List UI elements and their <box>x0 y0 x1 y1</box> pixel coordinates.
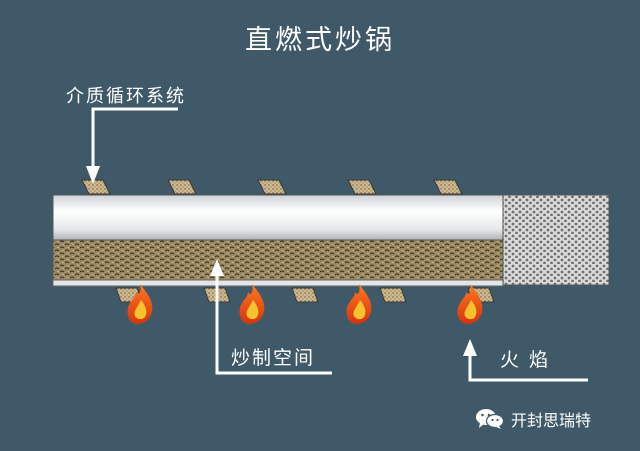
roasting-drum <box>52 194 610 287</box>
flame-icon <box>127 284 153 324</box>
bottom-plate <box>291 287 319 303</box>
bean-bed <box>52 239 504 281</box>
wechat-logo-icon <box>476 409 505 429</box>
top-plate <box>167 179 197 195</box>
watermark: 开封思瑞特 <box>475 407 591 431</box>
flame-arrow <box>463 339 588 382</box>
bottom-plates <box>115 287 495 303</box>
flame-label: 火 焰 <box>500 349 551 371</box>
roasting-space-label: 炒制空间 <box>231 347 316 369</box>
flame-icon <box>239 284 265 324</box>
top-plates <box>81 179 463 195</box>
drum-upper-wall <box>52 194 504 242</box>
drum-bottom-wall <box>52 279 504 287</box>
bottom-plate <box>379 287 407 303</box>
diagram-title: 直燃式炒锅 <box>245 25 395 56</box>
mesh-end-section <box>502 194 610 286</box>
flame-icon <box>346 284 372 324</box>
top-plate <box>433 179 463 195</box>
media-arrow <box>86 107 178 184</box>
top-plate <box>81 179 111 195</box>
burner-flames <box>127 284 483 324</box>
top-plate <box>257 179 287 195</box>
flame-icon <box>457 284 483 324</box>
watermark-text: 开封思瑞特 <box>511 411 592 430</box>
top-plate <box>347 179 377 195</box>
media-circulation-label: 介质循环系统 <box>66 86 186 107</box>
space-arrow <box>210 259 332 375</box>
